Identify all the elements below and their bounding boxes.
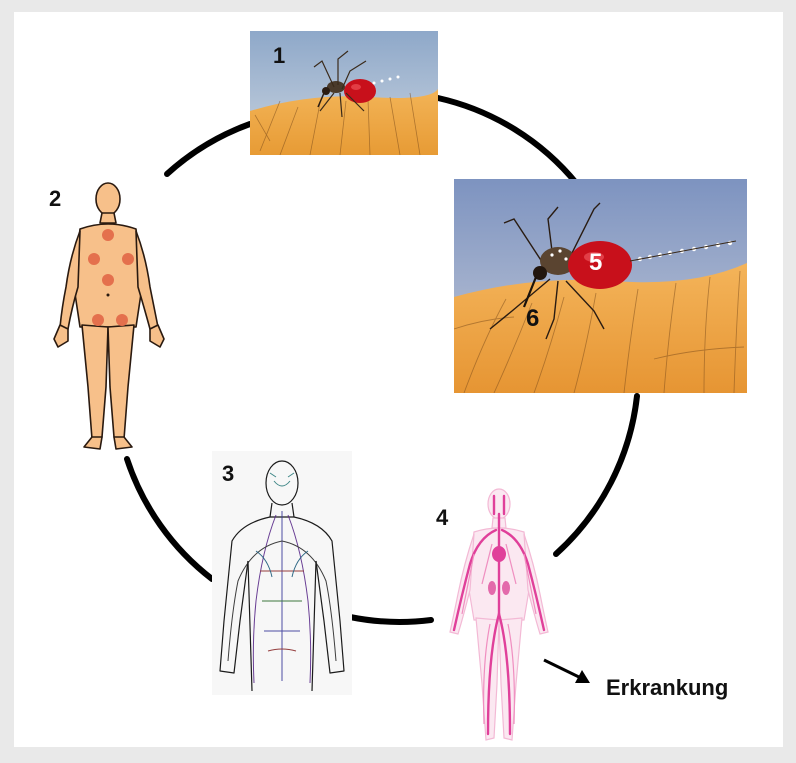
- diagram-canvas: 1: [14, 12, 783, 747]
- outcome-arrow: [14, 12, 783, 747]
- outcome-label: Erkrankung: [606, 675, 728, 701]
